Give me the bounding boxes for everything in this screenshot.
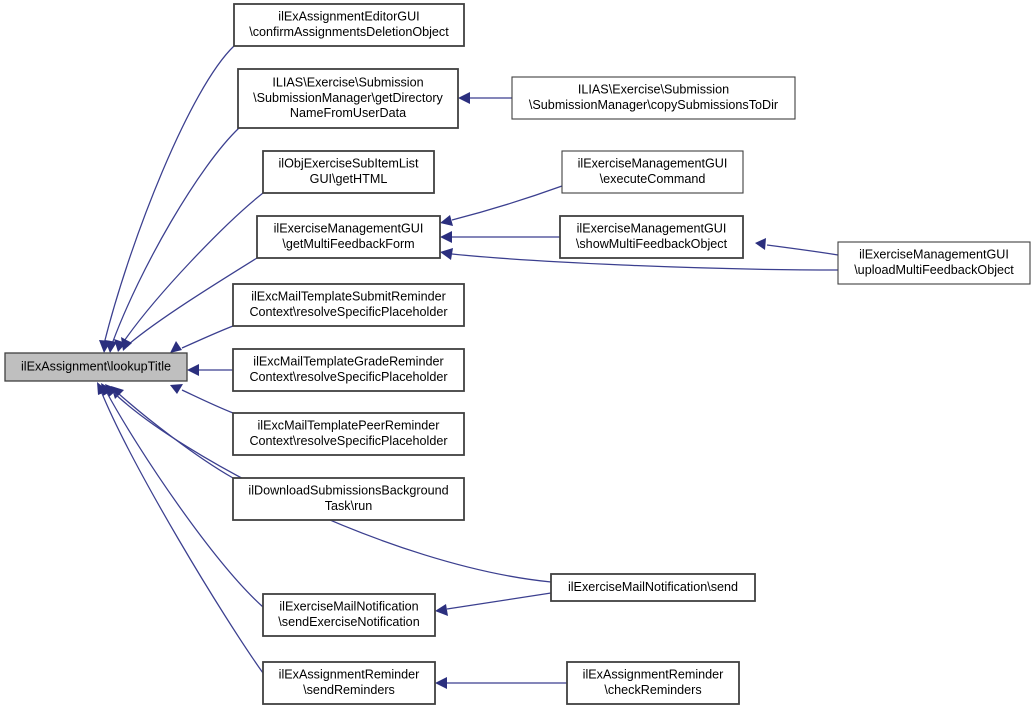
- arrowhead-icon: [435, 677, 447, 689]
- node-label-line: ilExerciseManagementGUI: [274, 222, 424, 236]
- graph-node-sendReminders[interactable]: ilExAssignmentReminder\sendReminders: [262, 661, 436, 705]
- node-label-line: ILIAS\Exercise\Submission: [578, 83, 729, 97]
- node-box[interactable]: [232, 412, 465, 456]
- node-label-line: ilExerciseMailNotification\send: [568, 580, 738, 594]
- call-edge: [451, 185, 563, 221]
- call-edge: [121, 192, 264, 345]
- graph-node-gradeReminderPlaceholder[interactable]: ilExcMailTemplateGradeReminderContext\re…: [232, 348, 465, 392]
- node-box[interactable]: [550, 573, 756, 602]
- node-box[interactable]: [237, 68, 459, 129]
- node-label-line: ilExerciseManagementGUI: [578, 157, 728, 171]
- node-box[interactable]: [262, 150, 435, 194]
- arrowhead-icon: [755, 238, 766, 250]
- call-edge: [451, 253, 839, 271]
- node-label-line: \SubmissionManager\copySubmissionsToDir: [529, 98, 778, 112]
- node-label-line: GUI\getHTML: [310, 172, 388, 186]
- call-edge: [181, 325, 234, 349]
- node-label-line: ilExAssignment\lookupTitle: [21, 359, 171, 373]
- graph-node-peerReminderPlaceholder[interactable]: ilExcMailTemplatePeerReminderContext\res…: [232, 412, 465, 456]
- call-edge: [111, 127, 240, 345]
- node-box[interactable]: [232, 477, 465, 521]
- arrowhead-icon: [97, 382, 108, 395]
- node-label-line: ilExcMailTemplateSubmitReminder: [251, 290, 446, 304]
- node-label-line: Task\run: [325, 499, 373, 513]
- node-label-line: ILIAS\Exercise\Submission: [272, 75, 423, 89]
- graph-node-getMultiFeedbackForm[interactable]: ilExerciseManagementGUI\getMultiFeedback…: [256, 215, 441, 259]
- node-label-line: Context\resolveSpecificPlaceholder: [249, 305, 447, 319]
- arrowhead-icon: [170, 341, 182, 353]
- arrowhead-icon: [121, 337, 132, 351]
- node-label-line: \checkReminders: [604, 683, 701, 697]
- node-label-line: ilExAssignmentReminder: [583, 668, 724, 682]
- node-box[interactable]: [262, 661, 436, 705]
- call-edge: [103, 45, 235, 345]
- node-label-line: ilDownloadSubmissionsBackground: [248, 484, 448, 498]
- graph-node-checkReminders[interactable]: ilExAssignmentReminder\checkReminders: [566, 661, 740, 705]
- node-box[interactable]: [561, 150, 744, 194]
- graph-node-sendExerciseNotification[interactable]: ilExerciseMailNotification\sendExerciseN…: [262, 593, 436, 637]
- call-edge: [446, 592, 552, 610]
- graph-node-uploadMultiFeedbackObject[interactable]: ilExerciseManagementGUI\uploadMultiFeedb…: [837, 241, 1031, 285]
- node-box[interactable]: [232, 348, 465, 392]
- node-label-line: ilExerciseManagementGUI: [859, 248, 1009, 262]
- node-label-line: \executeCommand: [600, 172, 706, 186]
- node-label-line: ilObjExerciseSubItemList: [279, 157, 419, 171]
- node-box[interactable]: [559, 215, 744, 259]
- node-label-line: \sendReminders: [303, 683, 395, 697]
- call-edge: [128, 257, 258, 345]
- arrowhead-icon: [440, 215, 453, 226]
- call-edge: [766, 244, 839, 256]
- node-label-line: \confirmAssignmentsDeletionObject: [249, 25, 449, 39]
- node-box[interactable]: [566, 661, 740, 705]
- node-box[interactable]: [837, 241, 1031, 285]
- node-label-line: Context\resolveSpecificPlaceholder: [249, 370, 447, 384]
- arrowhead-icon: [101, 383, 113, 396]
- graph-node-submitReminderPlaceholder[interactable]: ilExcMailTemplateSubmitReminderContext\r…: [232, 283, 465, 327]
- arrowhead-icon: [435, 604, 448, 616]
- call-edge: [100, 390, 264, 674]
- node-label-line: Context\resolveSpecificPlaceholder: [249, 434, 447, 448]
- node-label-line: \getMultiFeedbackForm: [282, 237, 414, 251]
- node-label-line: \SubmissionManager\getDirectory: [253, 91, 443, 105]
- node-label-line: \uploadMultiFeedbackObject: [854, 263, 1014, 277]
- arrowhead-icon: [440, 248, 453, 260]
- graph-node-showMultiFeedbackObject[interactable]: ilExerciseManagementGUI\showMultiFeedbac…: [559, 215, 744, 259]
- call-edge: [105, 390, 264, 608]
- node-box[interactable]: [4, 352, 188, 382]
- graph-node-getDirectoryNameFromUserData[interactable]: ILIAS\Exercise\Submission \SubmissionMana…: [237, 68, 459, 129]
- graph-node-mailNotificationSend[interactable]: ilExerciseMailNotification\send: [550, 573, 756, 602]
- node-label-line: ilExcMailTemplateGradeReminder: [253, 355, 443, 369]
- graph-node-copySubmissionsToDir[interactable]: ILIAS\Exercise\Submission\SubmissionMana…: [511, 76, 796, 120]
- arrowhead-icon: [170, 384, 183, 394]
- node-box[interactable]: [233, 3, 465, 47]
- node-label-line: ilExerciseManagementGUI: [577, 222, 727, 236]
- node-label-line: ilExAssignmentReminder: [279, 668, 420, 682]
- graph-node-executeCommand[interactable]: ilExerciseManagementGUI\executeCommand: [561, 150, 744, 194]
- arrowhead-icon: [105, 340, 117, 353]
- arrowhead-icon: [187, 364, 199, 376]
- arrowhead-icon: [440, 231, 452, 243]
- nodes-layer: ilExAssignment\lookupTitle ilExAssignment…: [4, 3, 1031, 705]
- graph-node-confirmAssignmentsDeletionObject[interactable]: ilExAssignmentEditorGUI\confirmAssignmen…: [233, 3, 465, 47]
- node-box[interactable]: [256, 215, 441, 259]
- node-label-line: ilExAssignmentEditorGUI: [278, 10, 419, 24]
- node-label-line: ilExerciseMailNotification: [279, 600, 418, 614]
- node-label-line: \sendExerciseNotification: [278, 615, 419, 629]
- node-label-line: NameFromUserData: [290, 106, 406, 120]
- node-box[interactable]: [232, 283, 465, 327]
- edges-layer: [97, 45, 839, 689]
- call-edge: [181, 389, 234, 414]
- node-label-line: ilExcMailTemplatePeerReminder: [258, 419, 440, 433]
- node-box[interactable]: [262, 593, 436, 637]
- arrowhead-icon: [458, 92, 470, 104]
- node-label-line: \showMultiFeedbackObject: [576, 237, 728, 251]
- graph-node-lookupTitle[interactable]: ilExAssignment\lookupTitle: [4, 352, 188, 382]
- node-box[interactable]: [511, 76, 796, 120]
